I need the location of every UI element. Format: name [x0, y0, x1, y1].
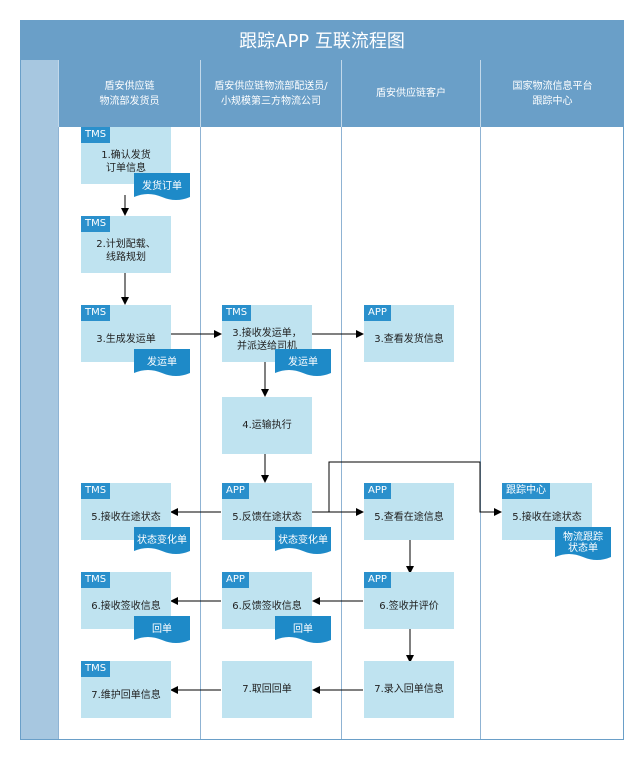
- lane-shipper: [58, 127, 200, 740]
- lane-tracking-center: [480, 127, 624, 740]
- step-retrieve-receipt: 7.取回回单: [222, 661, 312, 718]
- flowchart-frame: 跟踪APP 互联流程图 盾安供应链 物流部发货员 盾安供应链物流部配送员/ 小规…: [20, 20, 624, 740]
- lane-header-tracking-center: 国家物流信息平台 跟踪中心: [480, 60, 624, 127]
- document-status-change: 状态变化单: [275, 527, 331, 557]
- app-tag: APP: [222, 483, 249, 499]
- tms-tag: TMS: [81, 305, 111, 321]
- arrow-feedback-to-tracking-center: [312, 461, 502, 516]
- tracking-center-tag: 跟踪中心: [502, 483, 550, 499]
- step-enter-receipt: 7.录入回单信息: [364, 661, 454, 718]
- document-waybill: 发运单: [275, 349, 331, 379]
- step-generate-waybill: TMS 3.生成发运单: [81, 305, 171, 362]
- step-label: 7.维护回单信息: [91, 690, 161, 701]
- lane-customer: [341, 127, 480, 740]
- app-tag: APP: [364, 305, 391, 321]
- step-label: 3.查看发货信息: [374, 334, 444, 345]
- app-tag: APP: [364, 572, 391, 588]
- lane-header-delivery: 盾安供应链物流部配送员/ 小规模第三方物流公司: [200, 60, 341, 127]
- lane-header-customer: 盾安供应链客户: [341, 60, 480, 127]
- tms-tag: TMS: [81, 572, 111, 588]
- tms-tag: TMS: [81, 661, 111, 677]
- step-label: 2.计划配载、 线路规划: [96, 238, 156, 263]
- step-sign-and-rate: APP 6.签收并评价: [364, 572, 454, 629]
- step-label: 5.接收在途状态: [91, 512, 161, 523]
- step-view-transit-info: APP 5.查看在途信息: [364, 483, 454, 540]
- step-label: 6.接收签收信息: [91, 601, 161, 612]
- step-label: 1.确认发货 订单信息: [101, 149, 151, 174]
- document-status-change: 状态变化单: [134, 527, 190, 557]
- tms-tag: TMS: [222, 305, 252, 321]
- step-maintain-receipt: TMS 7.维护回单信息: [81, 661, 171, 718]
- step-label: 7.录入回单信息: [374, 684, 444, 695]
- lane-delivery: [200, 127, 341, 740]
- document-receipt: 回单: [275, 616, 331, 646]
- connector-arrows: [121, 195, 502, 694]
- tms-tag: TMS: [81, 483, 111, 499]
- step-plan-route: TMS 2.计划配载、 线路规划: [81, 216, 171, 273]
- lane-header-shipper: 盾安供应链 物流部发货员: [58, 60, 200, 127]
- side-bar: [20, 60, 59, 740]
- step-label: 3.接收发运单， 并派送给司机: [232, 327, 302, 352]
- document-tracking-status: 物流跟踪 状态单: [555, 527, 611, 563]
- step-label: 3.生成发运单: [96, 334, 156, 345]
- step-label: 6.反馈签收信息: [232, 601, 302, 612]
- app-tag: APP: [222, 572, 249, 588]
- document-shipping-order: 发货订单: [134, 173, 190, 203]
- diagram-title: 跟踪APP 互联流程图: [20, 20, 624, 60]
- tms-tag: TMS: [81, 216, 111, 232]
- document-receipt: 回单: [134, 616, 190, 646]
- step-label: 6.签收并评价: [379, 601, 439, 612]
- step-label: 5.反馈在途状态: [232, 512, 302, 523]
- tms-tag: TMS: [81, 127, 111, 143]
- step-label: 4.运输执行: [242, 420, 292, 431]
- step-label: 7.取回回单: [242, 684, 292, 695]
- step-label: 5.查看在途信息: [374, 512, 444, 523]
- step-transport: 4.运输执行: [222, 397, 312, 454]
- step-label: 5.接收在途状态: [512, 512, 582, 523]
- document-waybill: 发运单: [134, 349, 190, 379]
- step-view-shipment: APP 3.查看发货信息: [364, 305, 454, 362]
- app-tag: APP: [364, 483, 391, 499]
